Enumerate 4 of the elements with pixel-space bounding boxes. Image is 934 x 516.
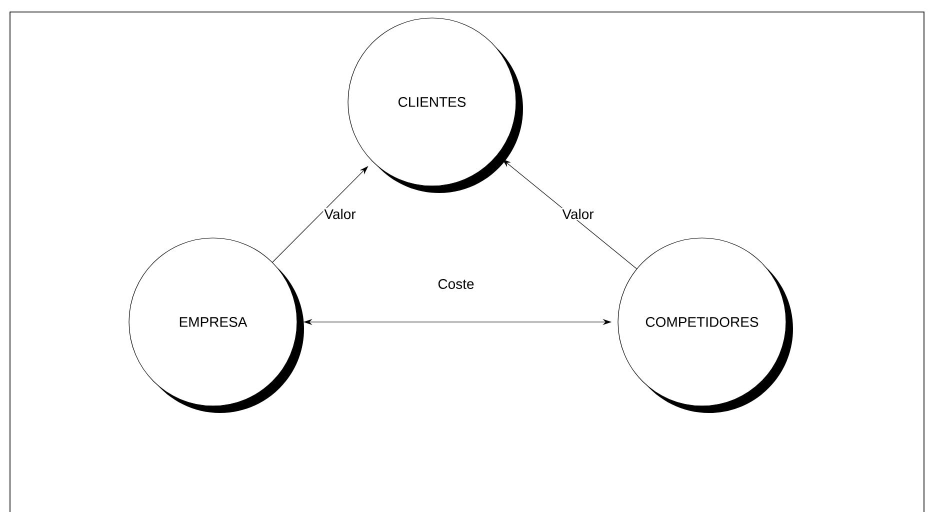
arrow: [502, 159, 637, 270]
edge-label: Valor: [323, 208, 357, 220]
edge-label: Valor: [561, 208, 595, 220]
edge-label: Coste: [436, 278, 476, 290]
